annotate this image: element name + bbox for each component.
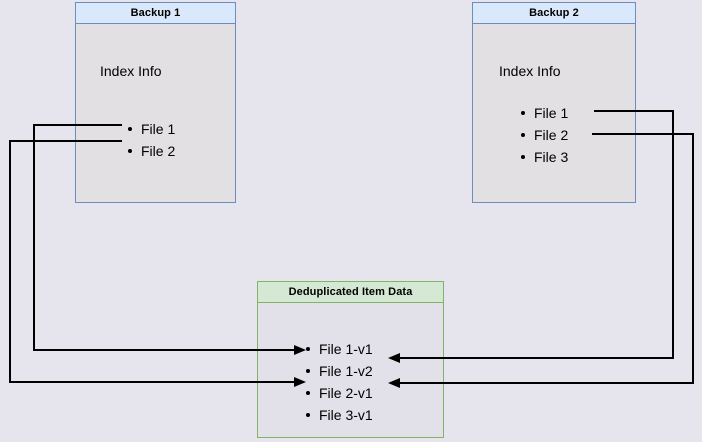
dedup-file-list: File 1-v1 File 1-v2 File 2-v1 File 3-v1 xyxy=(304,338,373,426)
list-item[interactable]: File 2-v1 xyxy=(304,382,373,404)
backup-1-subtitle: Index Info xyxy=(100,63,162,79)
deduplicated-item-data-header: Deduplicated Item Data xyxy=(258,282,443,303)
backup-1-box[interactable]: Backup 1 Index Info File 1 File 2 xyxy=(75,2,236,203)
backup-2-box[interactable]: Backup 2 Index Info File 1 File 2 File 3 xyxy=(472,2,636,203)
backup-2-file-list: File 1 File 2 File 3 xyxy=(519,102,568,168)
list-item[interactable]: File 2 xyxy=(519,124,568,146)
backup-1-header: Backup 1 xyxy=(76,3,235,24)
backup-2-subtitle: Index Info xyxy=(499,63,561,79)
list-item[interactable]: File 1-v1 xyxy=(304,338,373,360)
deduplicated-item-data-box[interactable]: Deduplicated Item Data File 1-v1 File 1-… xyxy=(257,281,444,438)
list-item[interactable]: File 2 xyxy=(126,140,175,162)
backup-2-header: Backup 2 xyxy=(473,3,635,24)
deduplicated-item-data-title: Deduplicated Item Data xyxy=(288,286,413,298)
list-item[interactable]: File 1 xyxy=(519,102,568,124)
list-item[interactable]: File 1 xyxy=(126,118,175,140)
backup-1-title: Backup 1 xyxy=(130,7,181,19)
backup-2-title: Backup 2 xyxy=(529,7,579,19)
list-item[interactable]: File 1-v2 xyxy=(304,360,373,382)
list-item[interactable]: File 3-v1 xyxy=(304,404,373,426)
list-item[interactable]: File 3 xyxy=(519,146,568,168)
backup-1-file-list: File 1 File 2 xyxy=(126,118,175,162)
